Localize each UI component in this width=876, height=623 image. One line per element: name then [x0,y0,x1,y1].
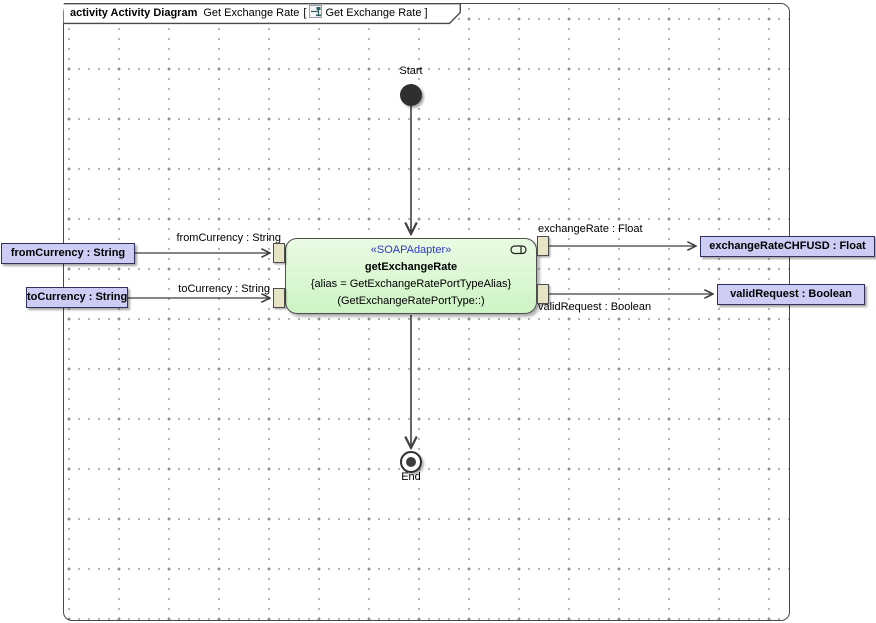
initial-node[interactable] [400,84,422,106]
input-pin-fromcurrency[interactable] [273,243,285,263]
action-stereotype: «SOAPAdapter» [370,244,452,256]
action-getexchangerate[interactable]: «SOAPAdapter» getExchangeRate {alias = G… [285,238,537,314]
frame-title-tab-shape [63,3,461,25]
start-node-label: Start [399,65,423,77]
output-pin-validrequest[interactable] [537,284,549,304]
action-behavior: (GetExchangeRatePortType::) [337,295,485,307]
parameter-node-validrequest[interactable]: validRequest : Boolean [717,284,865,305]
end-node-label: End [401,471,421,483]
frame-title[interactable]: activity Activity Diagram Get Exchange R… [70,4,428,23]
parameter-node-exchangeratechfusd[interactable]: exchangeRateCHFUSD : Float [700,236,875,257]
edge-label-fromcurrency[interactable]: fromCurrency : String [176,232,281,244]
action-name: getExchangeRate [364,261,458,273]
action-alias: {alias = GetExchangeRatePortTypeAlias} [310,278,512,290]
parameter-node-tocurrency[interactable]: toCurrency : String [26,287,128,308]
parameter-node-fromcurrency[interactable]: fromCurrency : String [1,243,135,264]
input-pin-tocurrency[interactable] [273,288,285,308]
frame-title-keyword: activity Activity Diagram [70,7,198,19]
activity-diagram-icon [309,4,323,23]
action-badge-icon [510,245,528,258]
edge-label-exchangerate[interactable]: exchangeRate : Float [538,223,643,235]
frame-title-open-bracket: [ [303,7,307,19]
frame-context-name: Get Exchange Rate [325,7,422,19]
edge-label-validrequest[interactable]: validRequest : Boolean [538,301,652,313]
output-pin-exchangerate[interactable] [537,236,549,256]
activity-final-node[interactable] [400,451,422,473]
frame-title-close-bracket: ] [424,7,428,19]
edge-label-tocurrency[interactable]: toCurrency : String [178,283,270,295]
activity-final-node-dot [406,457,416,467]
frame-title-name: Get Exchange Rate [203,7,300,19]
